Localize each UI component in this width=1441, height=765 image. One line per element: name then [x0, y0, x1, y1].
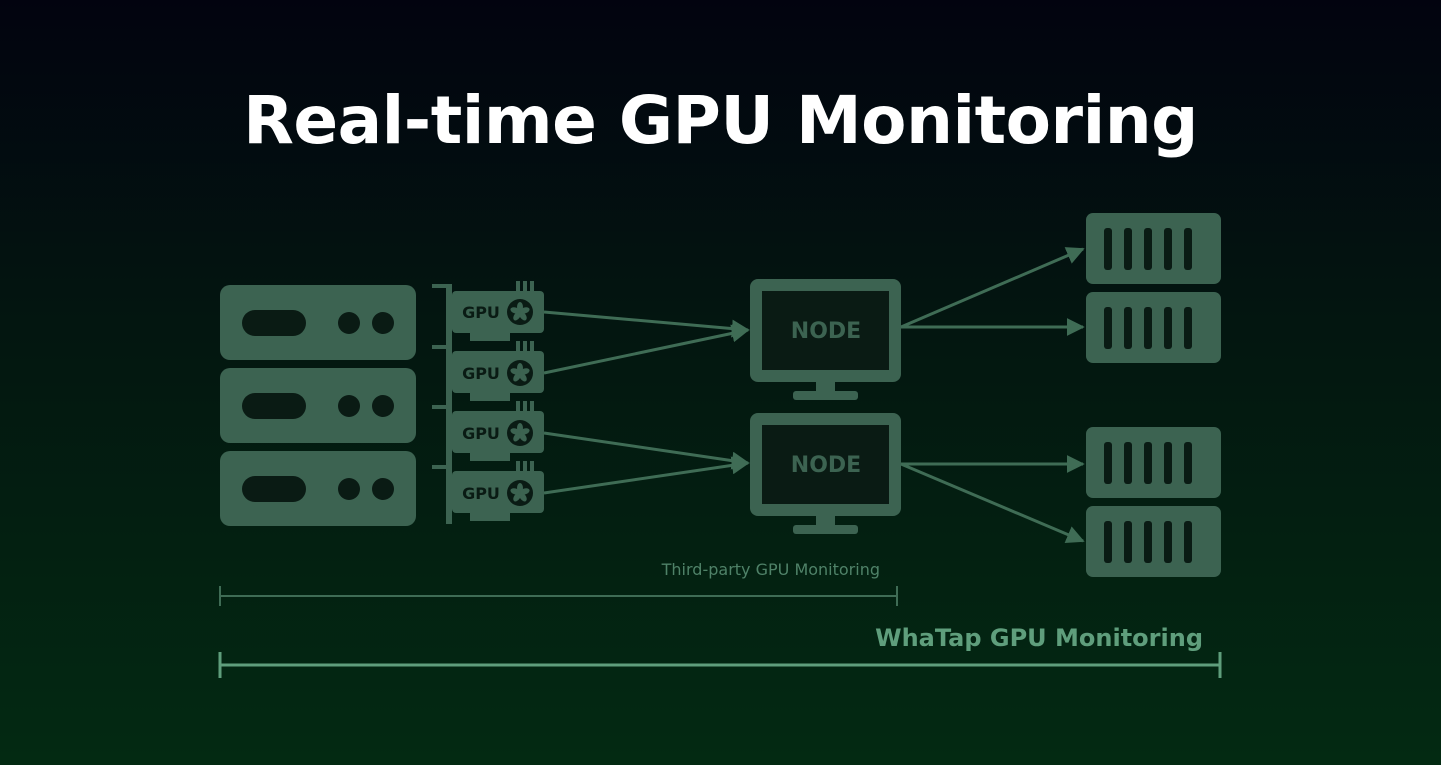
gpu-label: GPU [462, 484, 500, 503]
server-unit-1 [220, 285, 416, 360]
gpu-label: GPU [462, 364, 500, 383]
node-monitor-1: NODE [750, 279, 901, 400]
gpu-bracket [432, 284, 452, 524]
node-label: NODE [791, 453, 861, 478]
gpu-card-1: GPU [452, 281, 544, 341]
gpu-to-node-arrows [543, 310, 750, 495]
storage-unit-3 [1086, 427, 1221, 498]
storage-unit-icon [1086, 213, 1221, 577]
whatap-label: WhaTap GPU Monitoring [875, 624, 1203, 652]
node-monitor-2: NODE [750, 413, 901, 534]
page-title: Real-time GPU Monitoring [243, 82, 1198, 159]
fan-icon [510, 363, 530, 382]
storage-unit-4 [1086, 506, 1221, 577]
fan-icon [510, 423, 530, 442]
gpu-card-2: GPU [452, 341, 544, 401]
monitor-icon: NODE NODE [750, 279, 901, 534]
storage-unit-1 [1086, 213, 1221, 284]
gpu-label: GPU [462, 424, 500, 443]
gpu-card-3: GPU [452, 401, 544, 461]
storage-unit-2 [1086, 292, 1221, 363]
server-unit-2 [220, 368, 416, 443]
node-to-storage-arrows [900, 247, 1085, 543]
gpu-card-4: GPU [452, 461, 544, 521]
third-party-range: Third-party GPU Monitoring [219, 560, 898, 606]
gpu-label: GPU [462, 303, 500, 322]
whatap-range: WhaTap GPU Monitoring [218, 624, 1222, 678]
server-rack-icon [220, 285, 416, 526]
arrow [543, 456, 750, 495]
fan-icon [510, 483, 530, 502]
arrow [543, 310, 750, 338]
gpu-card-icon: GPU GPU [452, 281, 544, 521]
node-label: NODE [791, 319, 861, 344]
server-unit-3 [220, 451, 416, 526]
arrow [900, 247, 1085, 329]
fan-icon [510, 302, 530, 321]
arrow [543, 324, 750, 375]
third-party-label: Third-party GPU Monitoring [661, 560, 880, 579]
arrow [900, 462, 1085, 543]
arrow [543, 431, 750, 470]
